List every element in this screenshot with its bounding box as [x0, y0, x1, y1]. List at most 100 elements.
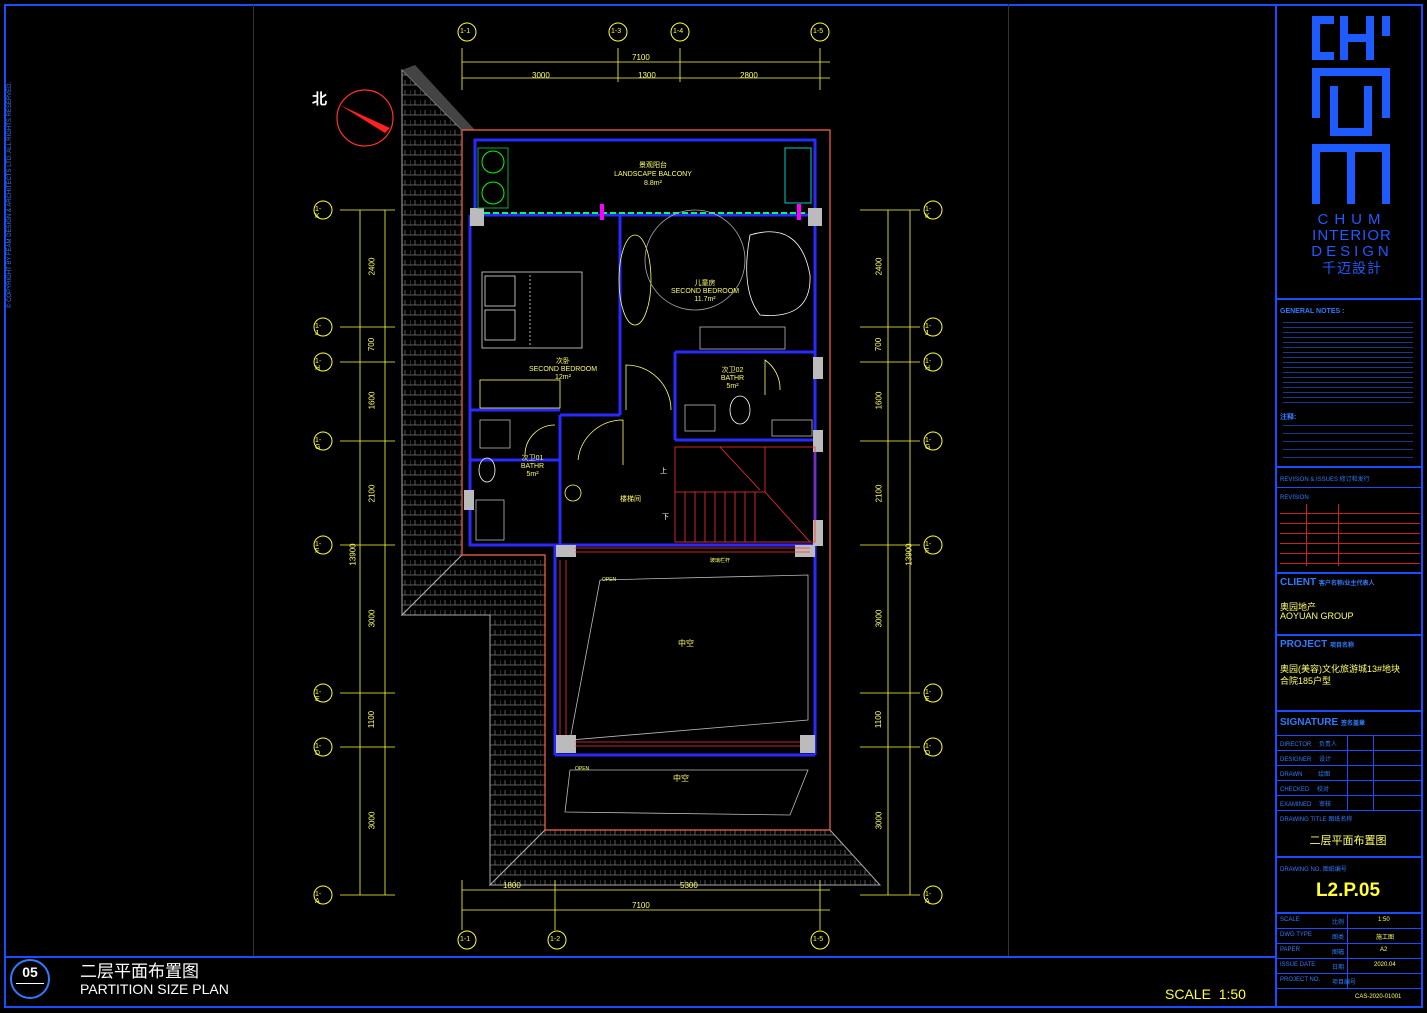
room-label-bath-1: 次卫01 BATHR 5m² [505, 455, 560, 479]
dim-top-c: 2800 [740, 71, 758, 80]
info-val: 施工图 [1376, 935, 1395, 941]
info-en: PAPER [1280, 947, 1300, 953]
stair-down-label: 下 [662, 514, 669, 521]
grid-side-label: 1-D [925, 743, 932, 757]
room-area: 5m² [726, 383, 739, 390]
sign-row-cn: 设计 [1319, 757, 1332, 763]
revision-table [1280, 504, 1420, 566]
drawing-no: L2.P.05 [1315, 880, 1381, 901]
sign-row: DRAWN 绘图 [1280, 769, 1330, 778]
grid-label-bottom-2: 1-2 [550, 936, 561, 943]
sheet-number-badge: 05 [10, 959, 50, 999]
title-block-divider [1275, 466, 1421, 468]
room-area: 8.8m² [644, 180, 662, 187]
grid-side-label: 1-H [925, 358, 932, 372]
grid-side-label: 1-G [315, 437, 322, 451]
dim-bottom-a: 1800 [503, 881, 521, 890]
north-arrow-icon [336, 89, 394, 147]
grid-side-label: 1-G [925, 437, 932, 451]
info-cn: 图幅 [1332, 950, 1345, 956]
room-name-en: BATHR [720, 375, 745, 382]
grid-side-label: 1-J [925, 323, 932, 337]
grid-side-label: 1-D [315, 743, 322, 757]
sheet-border [4, 4, 1423, 1008]
room-area: 12m² [555, 374, 571, 381]
dim-right: 700 [874, 337, 884, 352]
room-area: 11.7m² [694, 296, 716, 303]
sign-row: EXAMINED 审核 [1280, 799, 1331, 808]
room-name-cn: 儿童房 [694, 280, 716, 287]
project-line-1: 奥园(美容)文化旅游城13#地块 [1280, 664, 1401, 674]
room-name-cn: 次卧 [556, 358, 570, 365]
dim-right: 1600 [874, 391, 884, 410]
info-val: A2 [1380, 947, 1388, 953]
sign-row-en: CHECKED [1280, 787, 1310, 793]
general-notes-title: GENERAL NOTES : [1280, 308, 1345, 315]
drawing-no-label: DRAWING NO. 图纸编号 [1280, 867, 1347, 873]
sign-row-en: DRAWN [1280, 772, 1303, 778]
scale-text: SCALE 1:50 [1165, 986, 1246, 1002]
dim-left: 2400 [367, 257, 377, 276]
room-label-void-2: 中空 [673, 774, 689, 783]
info-en: ISSUE DATE [1280, 962, 1316, 968]
room-label-void-1: 中空 [678, 639, 694, 648]
grid-side-label: 1-K [925, 206, 932, 220]
dim-right: 3000 [874, 811, 884, 830]
sign-row: CHECKED 校对 [1280, 784, 1329, 793]
signature-table [1277, 735, 1421, 811]
notes-cn-body [1283, 422, 1413, 462]
sign-row-cn: 绘图 [1318, 772, 1331, 778]
title-block-divider [1275, 634, 1421, 636]
grid-side-label: 1-F [925, 541, 932, 555]
dim-top-a: 3000 [532, 71, 550, 80]
logo-text: CHUM INTERIOR DESIGN 千迈設計 [1309, 211, 1395, 277]
sign-row-cn: 负责人 [1318, 742, 1337, 748]
sign-row-cn: 审核 [1319, 802, 1332, 808]
client-header: CLIENT 客户名称/业主代表人 [1280, 577, 1375, 588]
room-name-en: LANDSCAPE BALCONY [614, 171, 692, 178]
grid-side-label: 1-F [315, 541, 322, 555]
sign-row-cn: 校对 [1317, 787, 1330, 793]
dim-left: 2100 [367, 484, 377, 503]
signature-title-cn: 签名盖章 [1340, 721, 1365, 727]
signature-header: SIGNATURE 签名盖章 [1280, 717, 1365, 728]
room-name-en: SECOND BEDROOM [670, 288, 740, 295]
sheet-number-rule [16, 983, 44, 984]
grid-label-top-4: 1-5 [813, 28, 824, 35]
info-cn: 日期 [1332, 965, 1345, 971]
sign-row: DIRECTOR 负责人 [1280, 739, 1337, 748]
dim-right: 2100 [874, 484, 884, 503]
balcony-doors [477, 147, 812, 220]
bottom-title-strip [4, 956, 1276, 1008]
rail-label: 玻璃栏杆 [710, 558, 731, 564]
dim-left: 3000 [367, 609, 377, 628]
sig-col [1373, 736, 1374, 811]
sheet-title: 二层平面布置图 PARTITION SIZE PLAN [80, 962, 229, 996]
room-label-balcony: 景观阳台 LANDSCAPE BALCONY 8.8m² [598, 161, 708, 188]
grid-label-bottom-1: 1-1 [460, 936, 471, 943]
grid-side-label: 1-K [315, 206, 322, 220]
project-title-cn: 项目名称 [1330, 643, 1355, 649]
general-notes-body [1283, 320, 1413, 405]
dim-left-total: 13900 [348, 543, 358, 566]
dimension-lines [340, 48, 920, 930]
logo-line-1: CHUM [1317, 211, 1387, 228]
project-header: PROJECT 项目名称 [1280, 639, 1354, 650]
grid-side-label: 1-H [315, 358, 322, 372]
open-label-1: OPEN [602, 577, 617, 583]
sheet-number: 05 [22, 964, 38, 980]
dim-right-total: 13900 [904, 543, 914, 566]
grid-label-top-3: 1-4 [673, 28, 684, 35]
dim-top-b: 1300 [638, 71, 656, 80]
sign-row-en: DESIGNER [1280, 757, 1312, 763]
title-block-divider [1275, 572, 1421, 574]
client-title-cn: 客户名称/业主代表人 [1318, 581, 1375, 587]
signature-title: SIGNATURE [1280, 717, 1339, 728]
notes-cn-title: 注释: [1280, 414, 1297, 421]
info-row: PAPER 图幅 A2 [1280, 947, 1420, 956]
drawing-title-label: DRAWING TITLE 图纸名称 [1280, 817, 1353, 823]
sign-row-en: EXAMINED [1280, 802, 1312, 808]
floor-plan [313, 22, 943, 950]
grid-side-label: 1-A [925, 891, 932, 905]
